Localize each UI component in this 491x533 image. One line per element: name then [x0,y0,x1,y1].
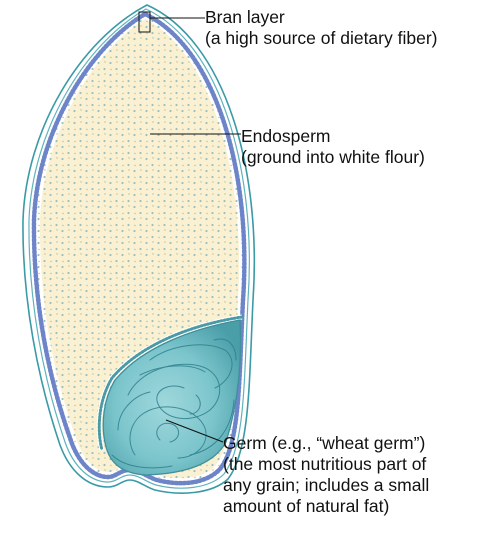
bran-label-description: (a high source of dietary fiber) [205,28,437,49]
germ-label-description-line-3: amount of natural fat) [223,496,429,517]
germ-label-name: Germ (e.g., “wheat germ”) [223,433,429,454]
endosperm-label: Endosperm (ground into white flour) [241,126,425,168]
endosperm-label-name: Endosperm [241,126,425,147]
germ-label-description-line-1: (the most nutritious part of [223,454,429,475]
germ-label-description-line-2: any grain; includes a small [223,475,429,496]
endosperm-label-description: (ground into white flour) [241,147,425,168]
germ-label: Germ (e.g., “wheat germ”) (the most nutr… [223,433,429,517]
bran-label: Bran layer (a high source of dietary fib… [205,7,437,49]
bran-label-name: Bran layer [205,7,437,28]
